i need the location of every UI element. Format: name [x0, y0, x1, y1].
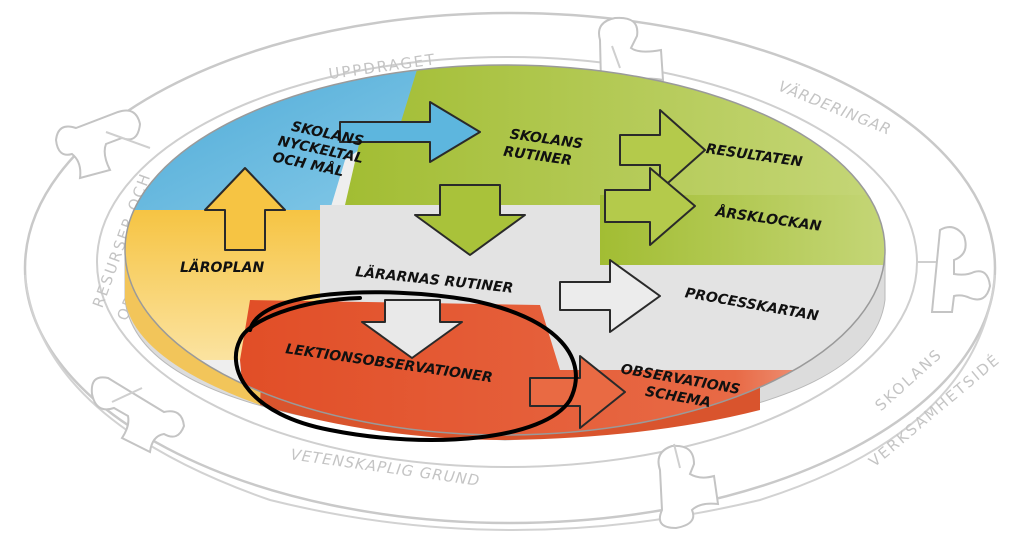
ring-divider	[611, 45, 621, 69]
label-laroplan: LÄROPLAN	[180, 259, 264, 276]
arrows	[204, 101, 706, 429]
puzzle-joint-right	[930, 226, 992, 313]
ring-divider	[105, 131, 151, 149]
highlight-circle	[233, 290, 578, 442]
arrow-rutiner-resultaten	[619, 109, 706, 191]
outer-ring-rim	[24, 274, 996, 531]
arrow-nyckeltal-right	[339, 101, 481, 163]
arrow-laroplan-up	[204, 167, 286, 251]
arrow-rutiner-arsklockan	[604, 167, 696, 246]
arrow-lararnas-down	[361, 299, 463, 359]
puzzle-joint-left	[54, 109, 142, 180]
arrow-lararnas-processkartan	[559, 259, 661, 333]
ring-divider	[673, 443, 681, 469]
puzzle-joint-bottom-left	[90, 376, 186, 454]
segment-yellow	[125, 210, 320, 360]
puzzle-joint-bottom-right	[657, 444, 720, 530]
arrow-lektion-schema	[529, 355, 626, 429]
ring-divider	[111, 387, 143, 403]
arrow-rutiner-down	[414, 184, 526, 256]
